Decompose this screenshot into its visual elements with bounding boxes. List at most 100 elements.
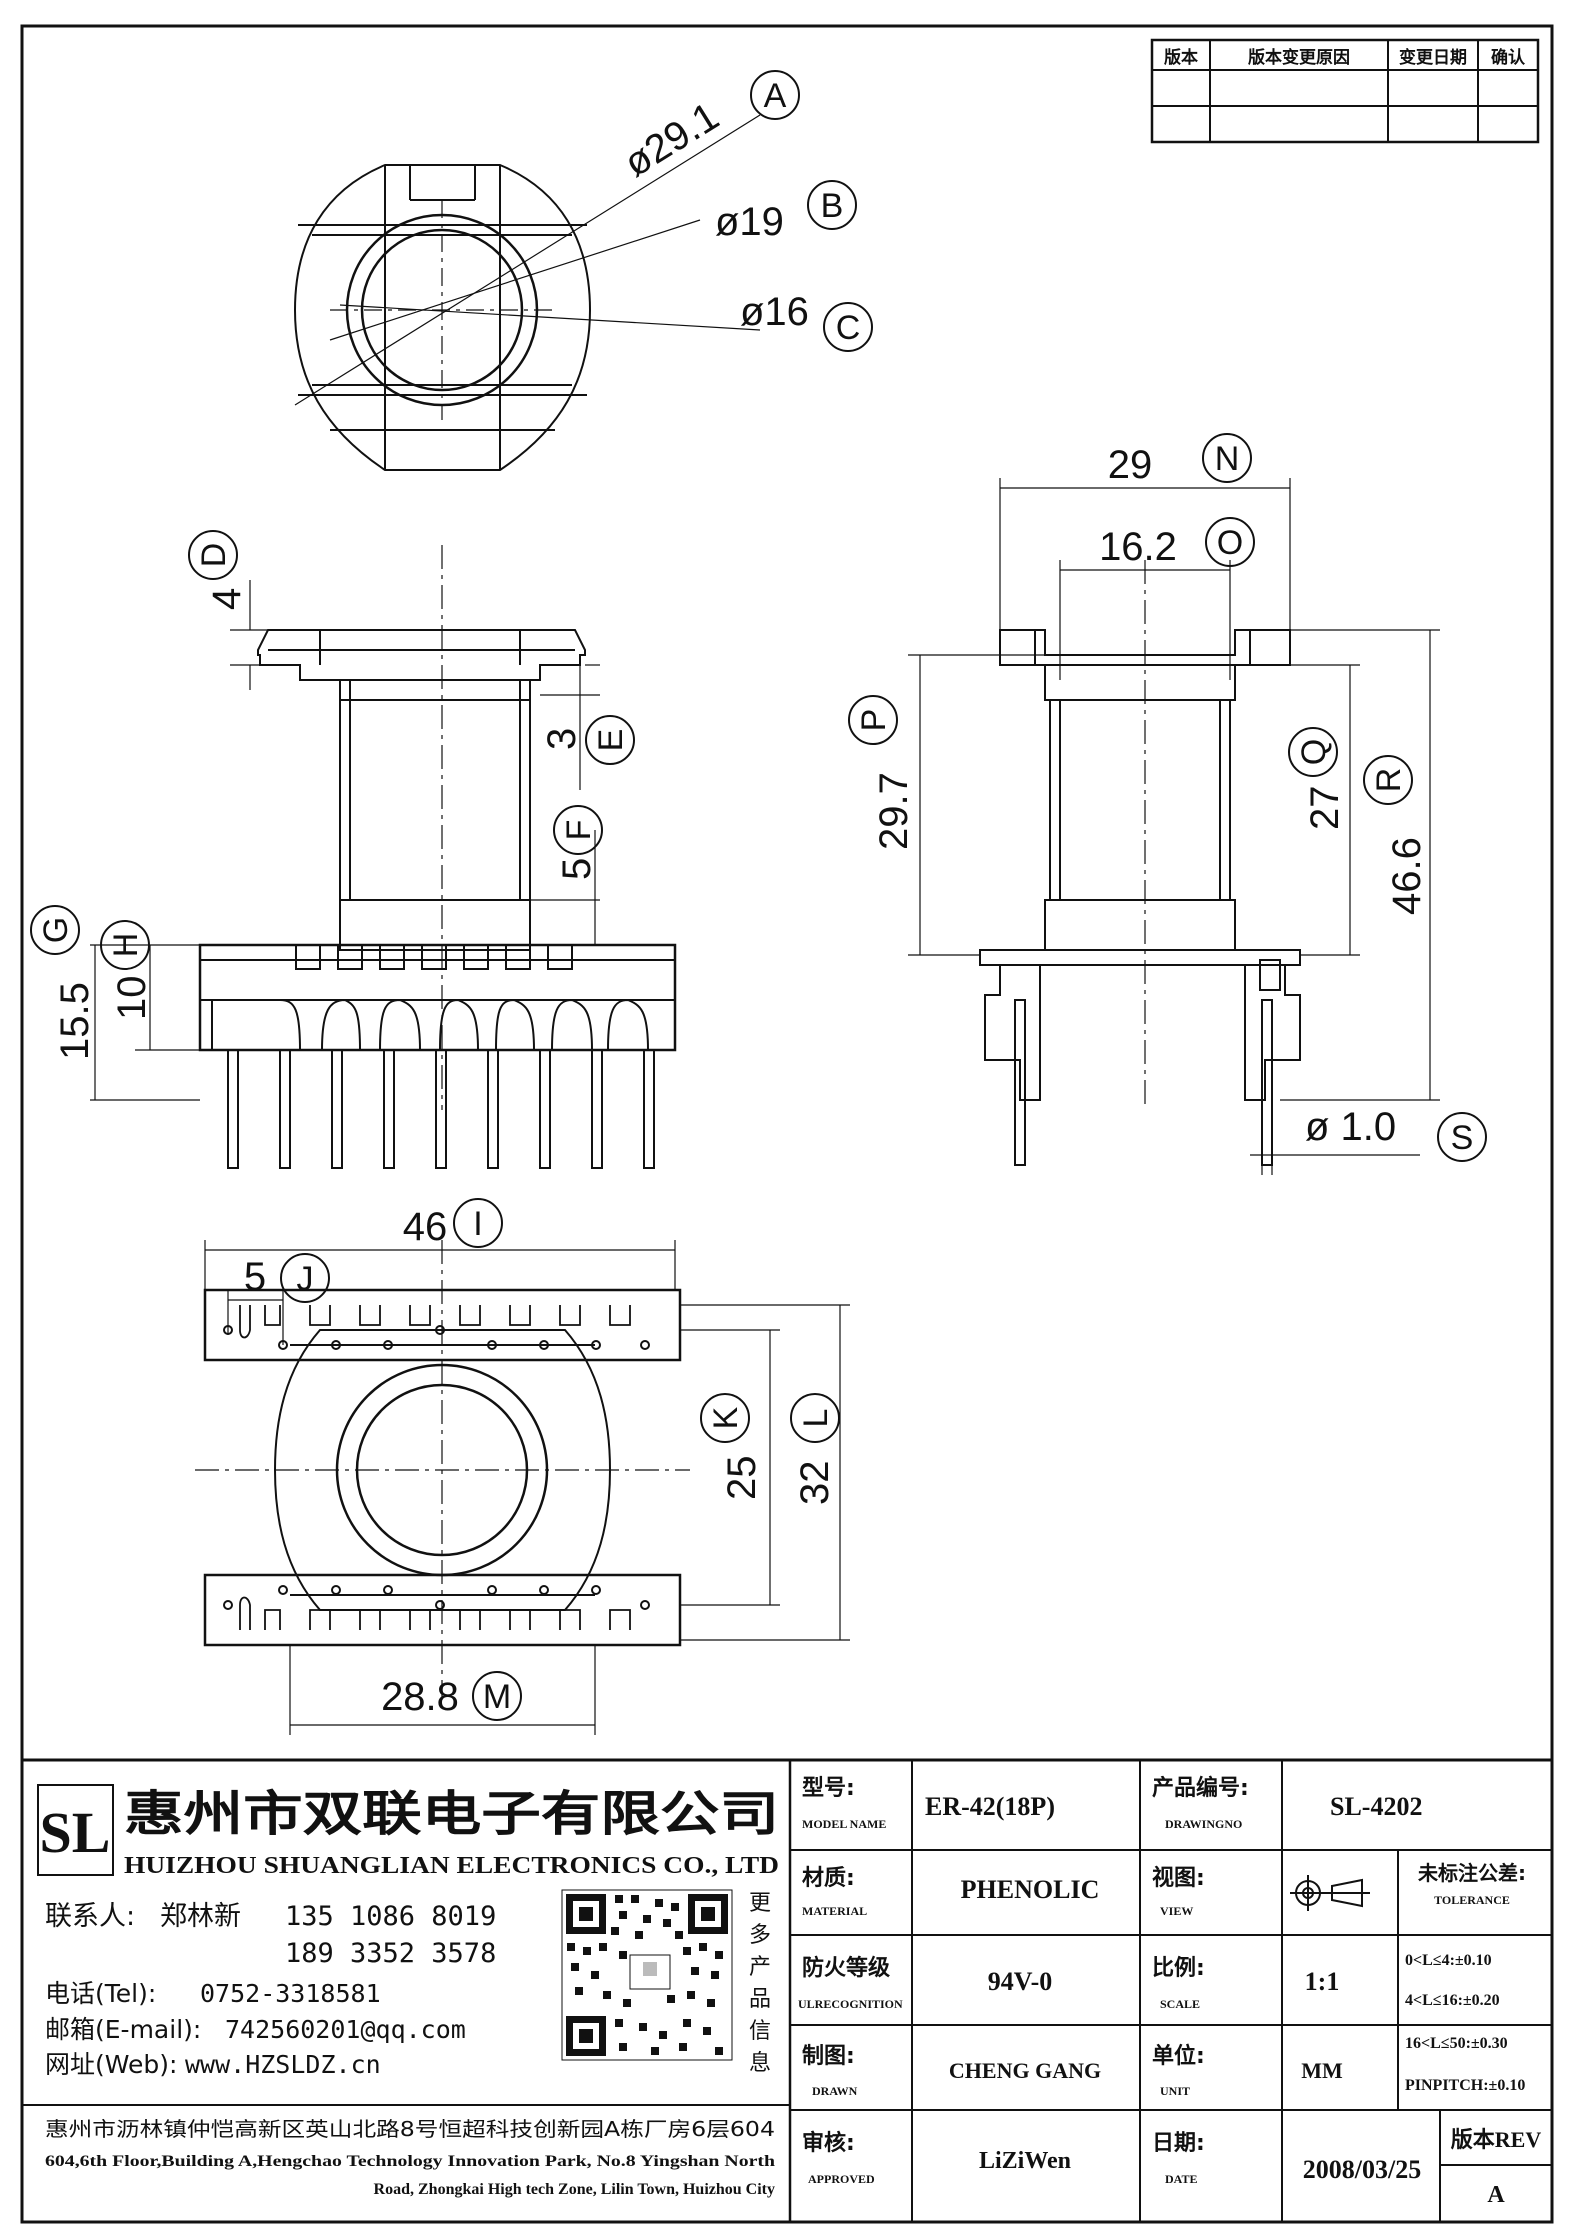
material-label-en: MATERIAL (802, 1904, 867, 1918)
tag-circle-d (188, 530, 238, 580)
tag-circle-b (807, 180, 857, 230)
flame-value: 94V-0 (988, 1967, 1053, 1996)
drawn-value: CHENG GANG (949, 2058, 1101, 2083)
bottom-view-dims: 46 I 5 J 25 K 32 L 28.8 M (244, 1198, 840, 1721)
qr-caption-char-1: 更 (749, 1891, 771, 1916)
tag-e: E (592, 729, 630, 752)
drawingno-value: SL-4202 (1330, 1792, 1422, 1821)
tag-c: C (836, 309, 861, 347)
tag-circle-f (553, 805, 603, 855)
tag-circle-l (790, 1393, 840, 1443)
dim-value-n: 29 (1108, 443, 1153, 487)
tag-circle-n (1202, 433, 1252, 483)
company-block: SL 惠州市双联电子有限公司 HUIZHOU SHUANGLIAN ELECTR… (37, 1784, 779, 2198)
tag-r: R (1370, 768, 1408, 793)
material-label-cn: 材质: (802, 1866, 855, 1891)
contact-label: 联系人: (45, 1901, 135, 1932)
tag-circle-o (1205, 517, 1255, 567)
tolerance-1: 0<L≤4:±0.10 (1405, 1952, 1492, 1969)
tag-s: S (1451, 1119, 1474, 1157)
dim-value-d: 4 (205, 588, 249, 610)
tag-circle-a (750, 70, 800, 120)
dim-value-j: 5 (244, 1255, 266, 1299)
logo-text: SL (40, 1800, 111, 1865)
title-block: 型号: MODEL NAME ER-42(18P) 产品编号: DRAWINGN… (798, 1775, 1541, 2208)
tag-i: I (473, 1205, 482, 1243)
tag-circle-e (585, 715, 635, 765)
tag-circle-g (30, 905, 80, 955)
tag-circle-i (453, 1198, 503, 1248)
tag-q: Q (1295, 739, 1333, 765)
date-label-cn: 日期: (1152, 2131, 1205, 2156)
qr-caption: 更 多 产 品 信 息 (749, 1891, 771, 2076)
tag-circle-j (280, 1253, 330, 1303)
tel-label: 电话(Tel): (45, 1979, 156, 2008)
view-label-cn: 视图: (1152, 1865, 1205, 1891)
tag-j: J (297, 1260, 314, 1298)
company-name-cn: 惠州市双联电子有限公司 (124, 1786, 779, 1842)
qr-code (561, 1889, 733, 2061)
tag-circle-q (1288, 727, 1338, 777)
scale-label-cn: 比例: (1152, 1956, 1205, 1981)
side-view (908, 478, 1440, 1175)
drawingno-label-cn: 产品编号: (1152, 1775, 1249, 1801)
model-label-cn: 型号: (802, 1776, 855, 1801)
tolerance-4: PINPITCH:±0.10 (1405, 2077, 1525, 2094)
address-en-1: 604,6th Floor,Building A,Hengchao Techno… (45, 2153, 775, 2170)
tag-a: A (764, 77, 787, 115)
tag-circle-k (700, 1393, 750, 1443)
drawn-label-en: DRAWN (812, 2084, 858, 2098)
sheet-border (22, 26, 1552, 2222)
dim-value-l: 32 (793, 1461, 837, 1506)
front-view (90, 545, 675, 1168)
dim-value-f: 5 (555, 858, 599, 880)
rev-header-date: 变更日期 (1399, 47, 1467, 68)
web-label: 网址(Web): (45, 2050, 177, 2079)
tag-p: P (855, 709, 893, 732)
dim-value-p: 29.7 (872, 772, 916, 850)
tag-n: N (1215, 440, 1240, 478)
material-value: PHENOLIC (961, 1875, 1100, 1904)
revision-table (1152, 40, 1538, 142)
unit-value: MM (1301, 2058, 1343, 2083)
rev-header-reason: 版本变更原因 (1248, 47, 1350, 68)
date-value: 2008/03/25 (1303, 2155, 1421, 2184)
top-view (295, 115, 760, 470)
tag-h: H (107, 933, 145, 958)
tag-b: B (821, 187, 844, 225)
approved-label-cn: 审核: (802, 2130, 855, 2156)
dim-value-r: 46.6 (1385, 837, 1429, 915)
address-cn: 惠州市沥林镇仲恺高新区英山北路8号恒超科技创新园A栋厂房6层604 (45, 2117, 775, 2141)
rev-value: A (1487, 2182, 1505, 2208)
side-view-dims: 29 N 16.2 O 29.7 P 27 Q 46.6 R ø 1.0 S (848, 433, 1487, 1162)
flame-label-en: ULRECOGNITION (798, 1997, 903, 2011)
contact-phone-1: 135 1086 8019 (285, 1901, 496, 1932)
approved-value: LiZiWen (979, 2148, 1071, 2174)
dim-value-e: 3 (540, 728, 584, 750)
tag-circle-r (1363, 755, 1413, 805)
tag-circle-s (1437, 1112, 1487, 1162)
revision-table-headers: 版本 版本变更原因 变更日期 确认 (1164, 47, 1526, 68)
rev-header-version: 版本 (1164, 47, 1198, 68)
tag-l: L (797, 1409, 835, 1428)
email-value: 742560201@qq.com (225, 2015, 466, 2044)
projection-symbol-icon (1290, 1875, 1370, 1911)
contact-name: 郑林新 (160, 1901, 241, 1932)
company-name-en: HUIZHOU SHUANGLIAN ELECTRONICS CO., LTD (124, 1853, 779, 1879)
scale-label-en: SCALE (1160, 1997, 1200, 2011)
tolerance-label-en: TOLERANCE (1434, 1893, 1510, 1907)
tolerance-3: 16<L≤50:±0.30 (1405, 2035, 1508, 2052)
dim-value-m: 28.8 (381, 1675, 459, 1719)
dim-value-a: ø29.1 (616, 94, 726, 186)
drawn-label-cn: 制图: (802, 2044, 855, 2069)
company-logo: SL (37, 1784, 114, 1876)
tag-circle-m (472, 1671, 522, 1721)
date-label-en: DATE (1165, 2172, 1197, 2186)
scale-value: 1:1 (1305, 1967, 1340, 1996)
dim-value-i: 46 (403, 1205, 448, 1249)
approved-label-en: APPROVED (808, 2172, 875, 2186)
dim-value-k: 25 (720, 1456, 764, 1501)
title-block-frame (22, 1760, 1552, 2222)
qr-caption-char-5: 信 (749, 2019, 771, 2044)
